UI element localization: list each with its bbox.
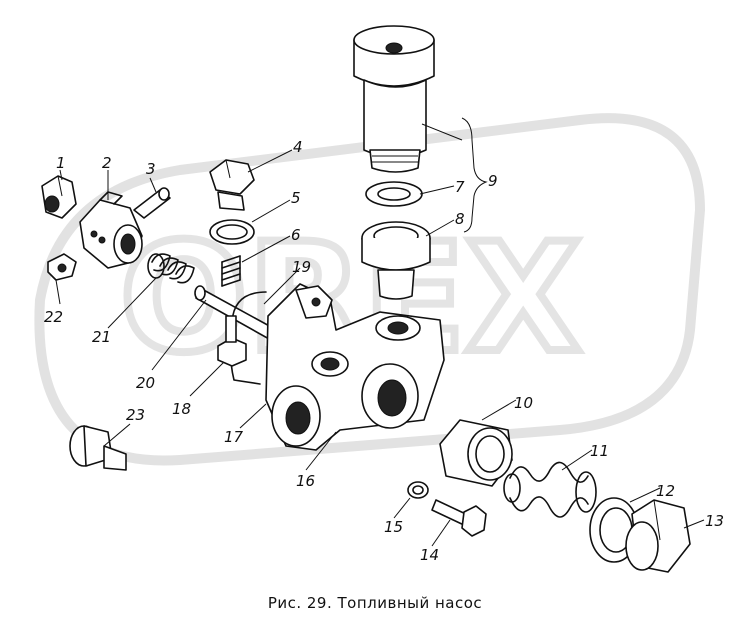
label-6: 6 bbox=[291, 226, 301, 244]
part-18-bolt bbox=[217, 315, 247, 367]
label-13: 13 bbox=[705, 512, 724, 530]
part-2-housing bbox=[79, 191, 143, 269]
part-8-nut bbox=[361, 221, 431, 300]
label-21: 21 bbox=[92, 328, 111, 346]
label-8: 8 bbox=[455, 210, 465, 228]
part-11-spring bbox=[503, 461, 597, 518]
label-1: 1 bbox=[56, 154, 66, 172]
part-10-sleeve bbox=[439, 419, 513, 487]
label-16: 16 bbox=[296, 472, 315, 490]
label-5: 5 bbox=[291, 189, 301, 207]
part-labels: 1 2 3 4 5 6 7 8 9 10 11 12 13 14 15 16 1… bbox=[44, 138, 724, 564]
label-4: 4 bbox=[293, 138, 303, 156]
group-9-bracket bbox=[461, 117, 488, 233]
part-6-spring bbox=[221, 255, 241, 287]
label-3: 3 bbox=[146, 160, 156, 178]
label-2: 2 bbox=[102, 154, 112, 172]
label-11: 11 bbox=[590, 442, 609, 460]
part-14-bolt bbox=[431, 499, 487, 537]
part-23-fitting bbox=[69, 425, 127, 471]
figure-caption: Рис. 29. Топливный насос bbox=[267, 594, 483, 612]
part-1-nut bbox=[41, 175, 77, 219]
part-3-pin bbox=[133, 187, 171, 219]
part-13-cap-nut bbox=[625, 499, 691, 573]
label-14: 14 bbox=[420, 546, 439, 564]
part-4-plug bbox=[209, 159, 255, 211]
label-18: 18 bbox=[172, 400, 191, 418]
leader-lines bbox=[55, 123, 705, 547]
part-5-washer bbox=[209, 219, 255, 245]
part-20-rod bbox=[194, 285, 285, 345]
part-7-washer bbox=[365, 181, 423, 207]
part-22-screw bbox=[47, 253, 77, 281]
label-19: 19 bbox=[292, 258, 311, 276]
label-22: 22 bbox=[44, 308, 63, 326]
label-23: 23 bbox=[126, 406, 145, 424]
label-15: 15 bbox=[384, 518, 403, 536]
label-10: 10 bbox=[514, 394, 533, 412]
part-9-hand-pump bbox=[353, 25, 435, 173]
label-7: 7 bbox=[455, 178, 465, 196]
label-12: 12 bbox=[656, 482, 675, 500]
label-17: 17 bbox=[224, 428, 244, 446]
part-15-washer bbox=[407, 481, 429, 499]
label-9: 9 bbox=[488, 172, 498, 190]
label-20: 20 bbox=[136, 374, 155, 392]
part-16-pump-body bbox=[265, 283, 445, 451]
